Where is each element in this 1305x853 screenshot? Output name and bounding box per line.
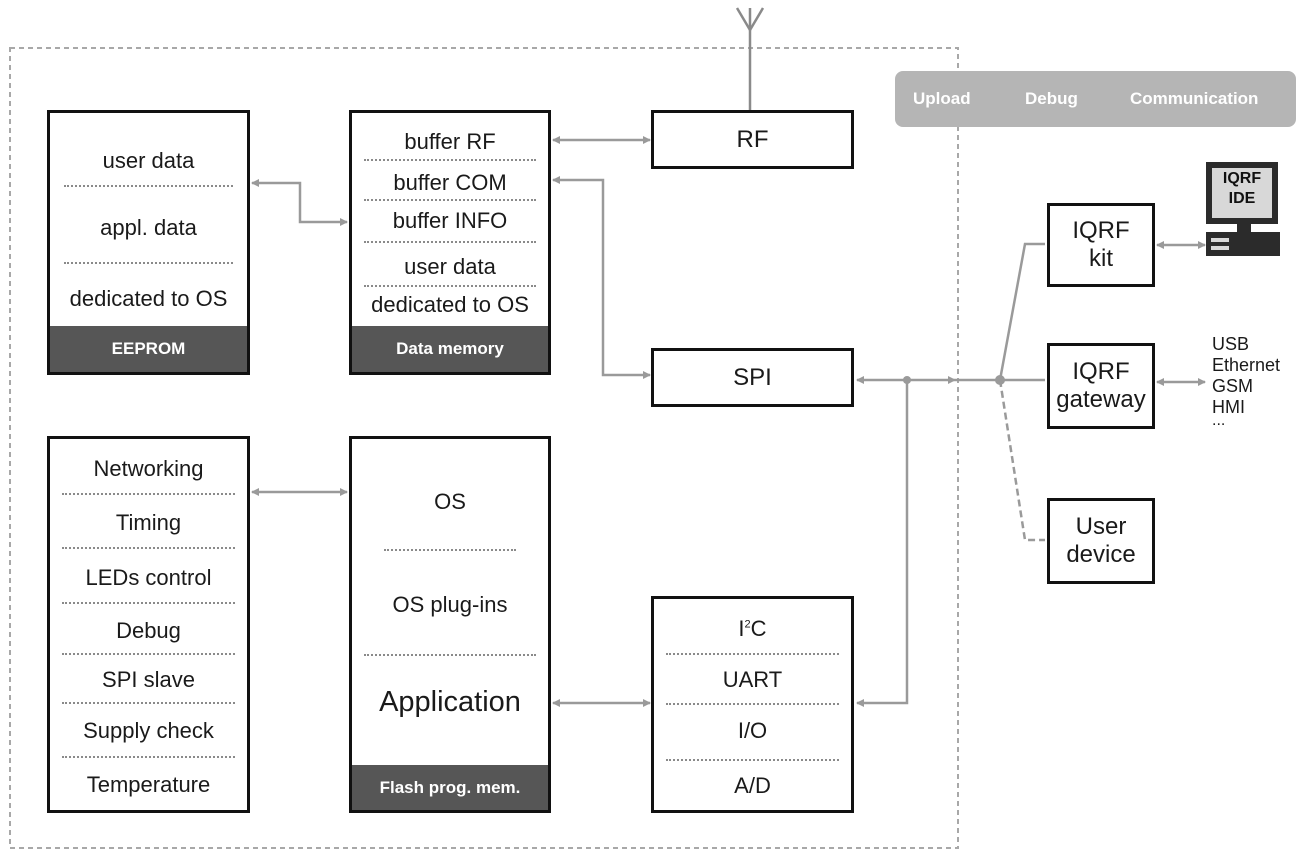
flash-memory-block: OS OS plug-ins Application Flash prog. m… (349, 436, 551, 813)
ide-label: IQRF IDE (1212, 169, 1272, 209)
peripheral-io: I/O (737, 718, 768, 743)
flash-os: OS (434, 489, 466, 514)
interface-ethernet: Ethernet (1212, 355, 1281, 375)
i2c-base: I (738, 616, 745, 641)
flash-application: Application (379, 686, 521, 718)
buffer-com: buffer COM (393, 170, 507, 195)
eeprom-block: user data appl. data dedicated to OS EEP… (47, 110, 250, 375)
service-supply-check: Supply check (83, 718, 214, 743)
divider (666, 653, 839, 655)
user-device-block: User device (1047, 498, 1155, 584)
rf-label: RF (736, 125, 769, 153)
computer-icon (1206, 162, 1280, 256)
eeprom-label: EEPROM (50, 326, 247, 372)
spi-junction-dot (903, 376, 911, 384)
divider (62, 653, 235, 655)
flash-os-plugins: OS plug-ins (392, 592, 508, 617)
iqrf-gateway-line1: IQRF (1072, 358, 1130, 386)
divider (364, 285, 536, 287)
link-buffercom-spi (552, 176, 651, 379)
eeprom-dedicated-os: dedicated to OS (69, 286, 228, 311)
service-networking: Networking (93, 456, 204, 481)
interface-gsm: GSM (1212, 376, 1254, 396)
divider (62, 547, 235, 549)
eeprom-user-data: user data (102, 148, 195, 173)
hub-junction-dot (995, 375, 1005, 385)
divider (364, 241, 536, 243)
data-memory-label: Data memory (352, 326, 548, 372)
spi-label: SPI (733, 363, 772, 391)
i2c-tail: C (750, 616, 767, 641)
link-hub-kit (998, 242, 1045, 381)
peripheral-i2c: I2C (654, 618, 851, 640)
service-temperature: Temperature (86, 772, 211, 797)
divider (364, 654, 536, 656)
interface-usb: USB (1212, 334, 1250, 354)
datamem-user-data: user data (404, 254, 496, 279)
divider (364, 159, 536, 161)
data-memory-block: buffer RF buffer COM buffer INFO user da… (349, 110, 551, 375)
rf-block: RF (651, 110, 854, 169)
datamem-dedicated-os: dedicated to OS (371, 292, 529, 317)
link-hub-userdevice (998, 379, 1045, 542)
link-spi-peripherals (856, 380, 909, 707)
user-device-line2: device (1066, 541, 1136, 568)
tool-bar: Upload Debug Communication (895, 71, 1296, 127)
peripheral-uart: UART (722, 667, 783, 692)
ide-line1: IQRF (1222, 170, 1262, 187)
i2c-superscript: 2 (744, 618, 751, 631)
eeprom-appl-data: appl. data (100, 215, 197, 240)
link-eeprom-datamemory (251, 179, 348, 226)
divider (62, 702, 235, 704)
interface-more: ... (1212, 412, 1226, 429)
antenna-icon (735, 7, 765, 110)
service-timing: Timing (115, 510, 182, 535)
os-services-block: Networking Timing LEDs control Debug SPI… (47, 436, 250, 813)
divider (666, 703, 839, 705)
service-debug: Debug (116, 618, 181, 643)
flash-memory-label: Flash prog. mem. (352, 765, 548, 810)
divider (62, 493, 235, 495)
divider (666, 759, 839, 761)
module-boundary (9, 47, 959, 849)
divider (62, 756, 235, 758)
tool-upload: Upload (913, 89, 971, 108)
divider (62, 602, 235, 604)
interface-hmi: HMI (1212, 397, 1245, 417)
service-leds-control: LEDs control (85, 565, 212, 590)
iqrf-kit-block: IQRF kit (1047, 203, 1155, 287)
peripherals-block: I2C UART I/O A/D (651, 596, 854, 813)
divider (384, 549, 516, 551)
spi-block: SPI (651, 348, 854, 407)
divider (364, 199, 536, 201)
buffer-info: buffer INFO (392, 208, 508, 233)
iqrf-kit-line2: kit (1089, 245, 1113, 272)
peripheral-ad: A/D (734, 773, 771, 798)
service-spi-slave: SPI slave (102, 667, 195, 692)
iqrf-gateway-line2: gateway (1056, 386, 1146, 413)
divider (64, 185, 233, 187)
iqrf-gateway-block: IQRF gateway (1047, 343, 1155, 429)
tool-debug: Debug (1025, 89, 1078, 108)
buffer-rf: buffer RF (404, 129, 496, 154)
user-device-line1: User (1075, 513, 1127, 541)
divider (64, 262, 233, 264)
tool-communication: Communication (1130, 89, 1259, 108)
ide-line2: IDE (1228, 190, 1256, 207)
iqrf-kit-line1: IQRF (1072, 217, 1130, 245)
